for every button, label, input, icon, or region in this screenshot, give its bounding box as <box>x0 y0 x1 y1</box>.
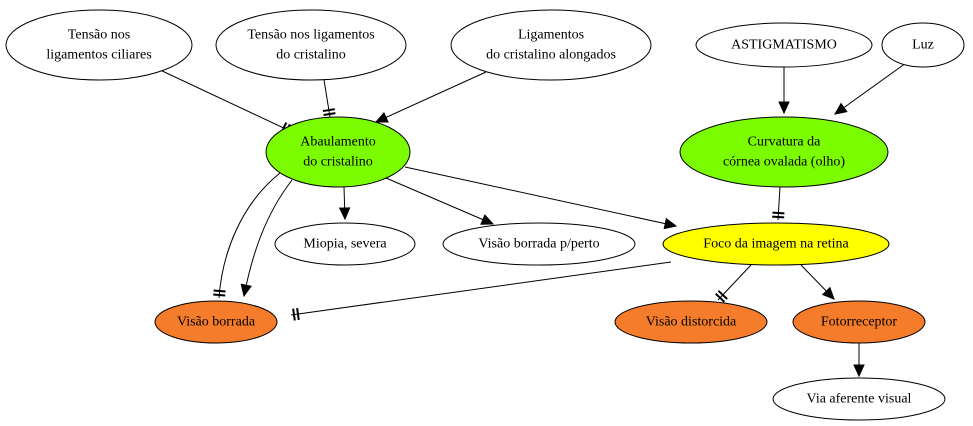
node-shape <box>215 9 407 81</box>
node-shape <box>450 9 652 81</box>
node-shape <box>265 116 411 188</box>
node-label: Abaulamento <box>300 135 375 150</box>
edge-n4-n7-arrow <box>778 67 790 115</box>
node-shape <box>772 377 946 421</box>
nodes-layer: Tensão nos ligamentos ciliares Tensão nos … <box>5 9 965 421</box>
node-label: Visão distorcida <box>646 315 737 330</box>
node-shape <box>881 22 965 68</box>
arrowhead-icon <box>240 283 252 298</box>
node-shape <box>662 222 890 266</box>
edge-n6-n10-arrow <box>404 166 678 230</box>
arrowhead-icon <box>480 214 495 225</box>
arrowhead-icon <box>374 111 389 123</box>
node-label: Curvatura da <box>748 135 821 150</box>
arrowhead-icon <box>338 207 351 221</box>
edge-n7-n10-tee <box>772 186 785 221</box>
edge-line <box>375 71 487 123</box>
node-label: Via aferente visual <box>807 392 912 407</box>
node-label: do cristalino <box>276 48 346 63</box>
edge-n3-n6-arrow <box>374 71 487 123</box>
node-shape <box>679 116 889 188</box>
tee-mark-icon <box>296 307 300 321</box>
node-shape <box>5 9 193 81</box>
edge-n10-n11-tee <box>290 261 672 321</box>
node-n13: Fotorreceptor <box>792 300 926 344</box>
node-label: Fotorreceptor <box>821 315 898 330</box>
tee-mark-icon <box>715 292 726 303</box>
edge-line <box>243 179 293 297</box>
arrowhead-icon <box>821 286 835 300</box>
edge-n2-n6-tee <box>322 79 336 118</box>
node-n9: Visão borrada p/perto <box>442 222 636 266</box>
edge-n6-n11-tee <box>213 172 281 299</box>
node-n6: Abaulamento do cristalino <box>265 116 411 188</box>
node-label: Visão borrada <box>177 315 256 330</box>
arrowhead-icon <box>778 101 790 115</box>
node-shape <box>695 22 873 68</box>
edge-n13-n14-arrow <box>853 343 865 378</box>
edge-line <box>404 166 677 227</box>
edge-line <box>157 68 291 132</box>
node-label: Foco da imagem na retina <box>703 237 849 252</box>
node-label: do cristalino <box>303 155 373 170</box>
node-label: Visão borrada p/perto <box>478 237 599 252</box>
node-shape <box>274 222 416 266</box>
node-n4: ASTIGMATISMO <box>695 22 873 68</box>
node-label: ligamentos ciliares <box>46 48 151 63</box>
node-shape <box>442 222 636 266</box>
node-n12: Visão distorcida <box>614 300 768 344</box>
node-n2: Tensão nos ligamentos do cristalino <box>215 9 407 81</box>
node-label: Luz <box>912 38 934 53</box>
node-shape <box>792 300 926 344</box>
node-label: do cristalino alongados <box>486 48 616 63</box>
node-label: Tensão nos ligamentos <box>247 28 374 43</box>
edge-n5-n7-arrow <box>834 62 907 115</box>
tee-mark-icon <box>213 293 226 297</box>
node-label: Ligamentos <box>518 28 584 43</box>
node-label: córnea ovalada (olho) <box>723 155 845 170</box>
edge-line <box>717 264 752 301</box>
edge-line <box>218 172 281 299</box>
edges-layer <box>157 62 907 378</box>
edge-line <box>834 62 907 115</box>
tee-mark-icon <box>323 112 336 116</box>
tee-mark-icon <box>772 211 785 215</box>
edge-line <box>290 261 672 316</box>
node-label: ASTIGMATISMO <box>731 38 837 53</box>
tee-mark-icon <box>322 108 335 113</box>
node-n14: Via aferente visual <box>772 377 946 421</box>
arrowhead-icon <box>663 217 678 230</box>
node-n5: Luz <box>881 22 965 68</box>
tee-mark-icon <box>292 308 296 321</box>
node-shape <box>614 300 768 344</box>
edge-n10-n13-arrow <box>800 264 835 300</box>
arrowhead-icon <box>834 102 848 115</box>
edge-n6-n9-arrow <box>385 177 495 225</box>
node-shape <box>154 300 278 344</box>
edge-n1-n6-tee <box>157 68 291 136</box>
edge-n10-n12-tee <box>715 264 752 303</box>
node-n8: Miopia, severa <box>274 222 416 266</box>
edge-n6-n11-arrow <box>240 179 293 298</box>
node-label: Miopia, severa <box>303 237 387 252</box>
node-n3: Ligamentos do cristalino alongados <box>450 9 652 81</box>
node-n7: Curvatura da córnea ovalada (olho) <box>679 116 889 188</box>
arrowhead-icon <box>853 364 865 378</box>
edge-line <box>777 186 781 221</box>
node-label: Tensão nos <box>68 28 130 43</box>
node-n11: Visão borrada <box>154 300 278 344</box>
edge-n6-n8-arrow <box>338 186 351 221</box>
edge-line <box>385 177 494 225</box>
tee-mark-icon <box>772 215 785 219</box>
tee-mark-icon <box>213 289 226 293</box>
tee-mark-icon <box>717 290 728 300</box>
node-n10: Foco da imagem na retina <box>662 222 890 266</box>
node-n1: Tensão nos ligamentos ciliares <box>5 9 193 81</box>
